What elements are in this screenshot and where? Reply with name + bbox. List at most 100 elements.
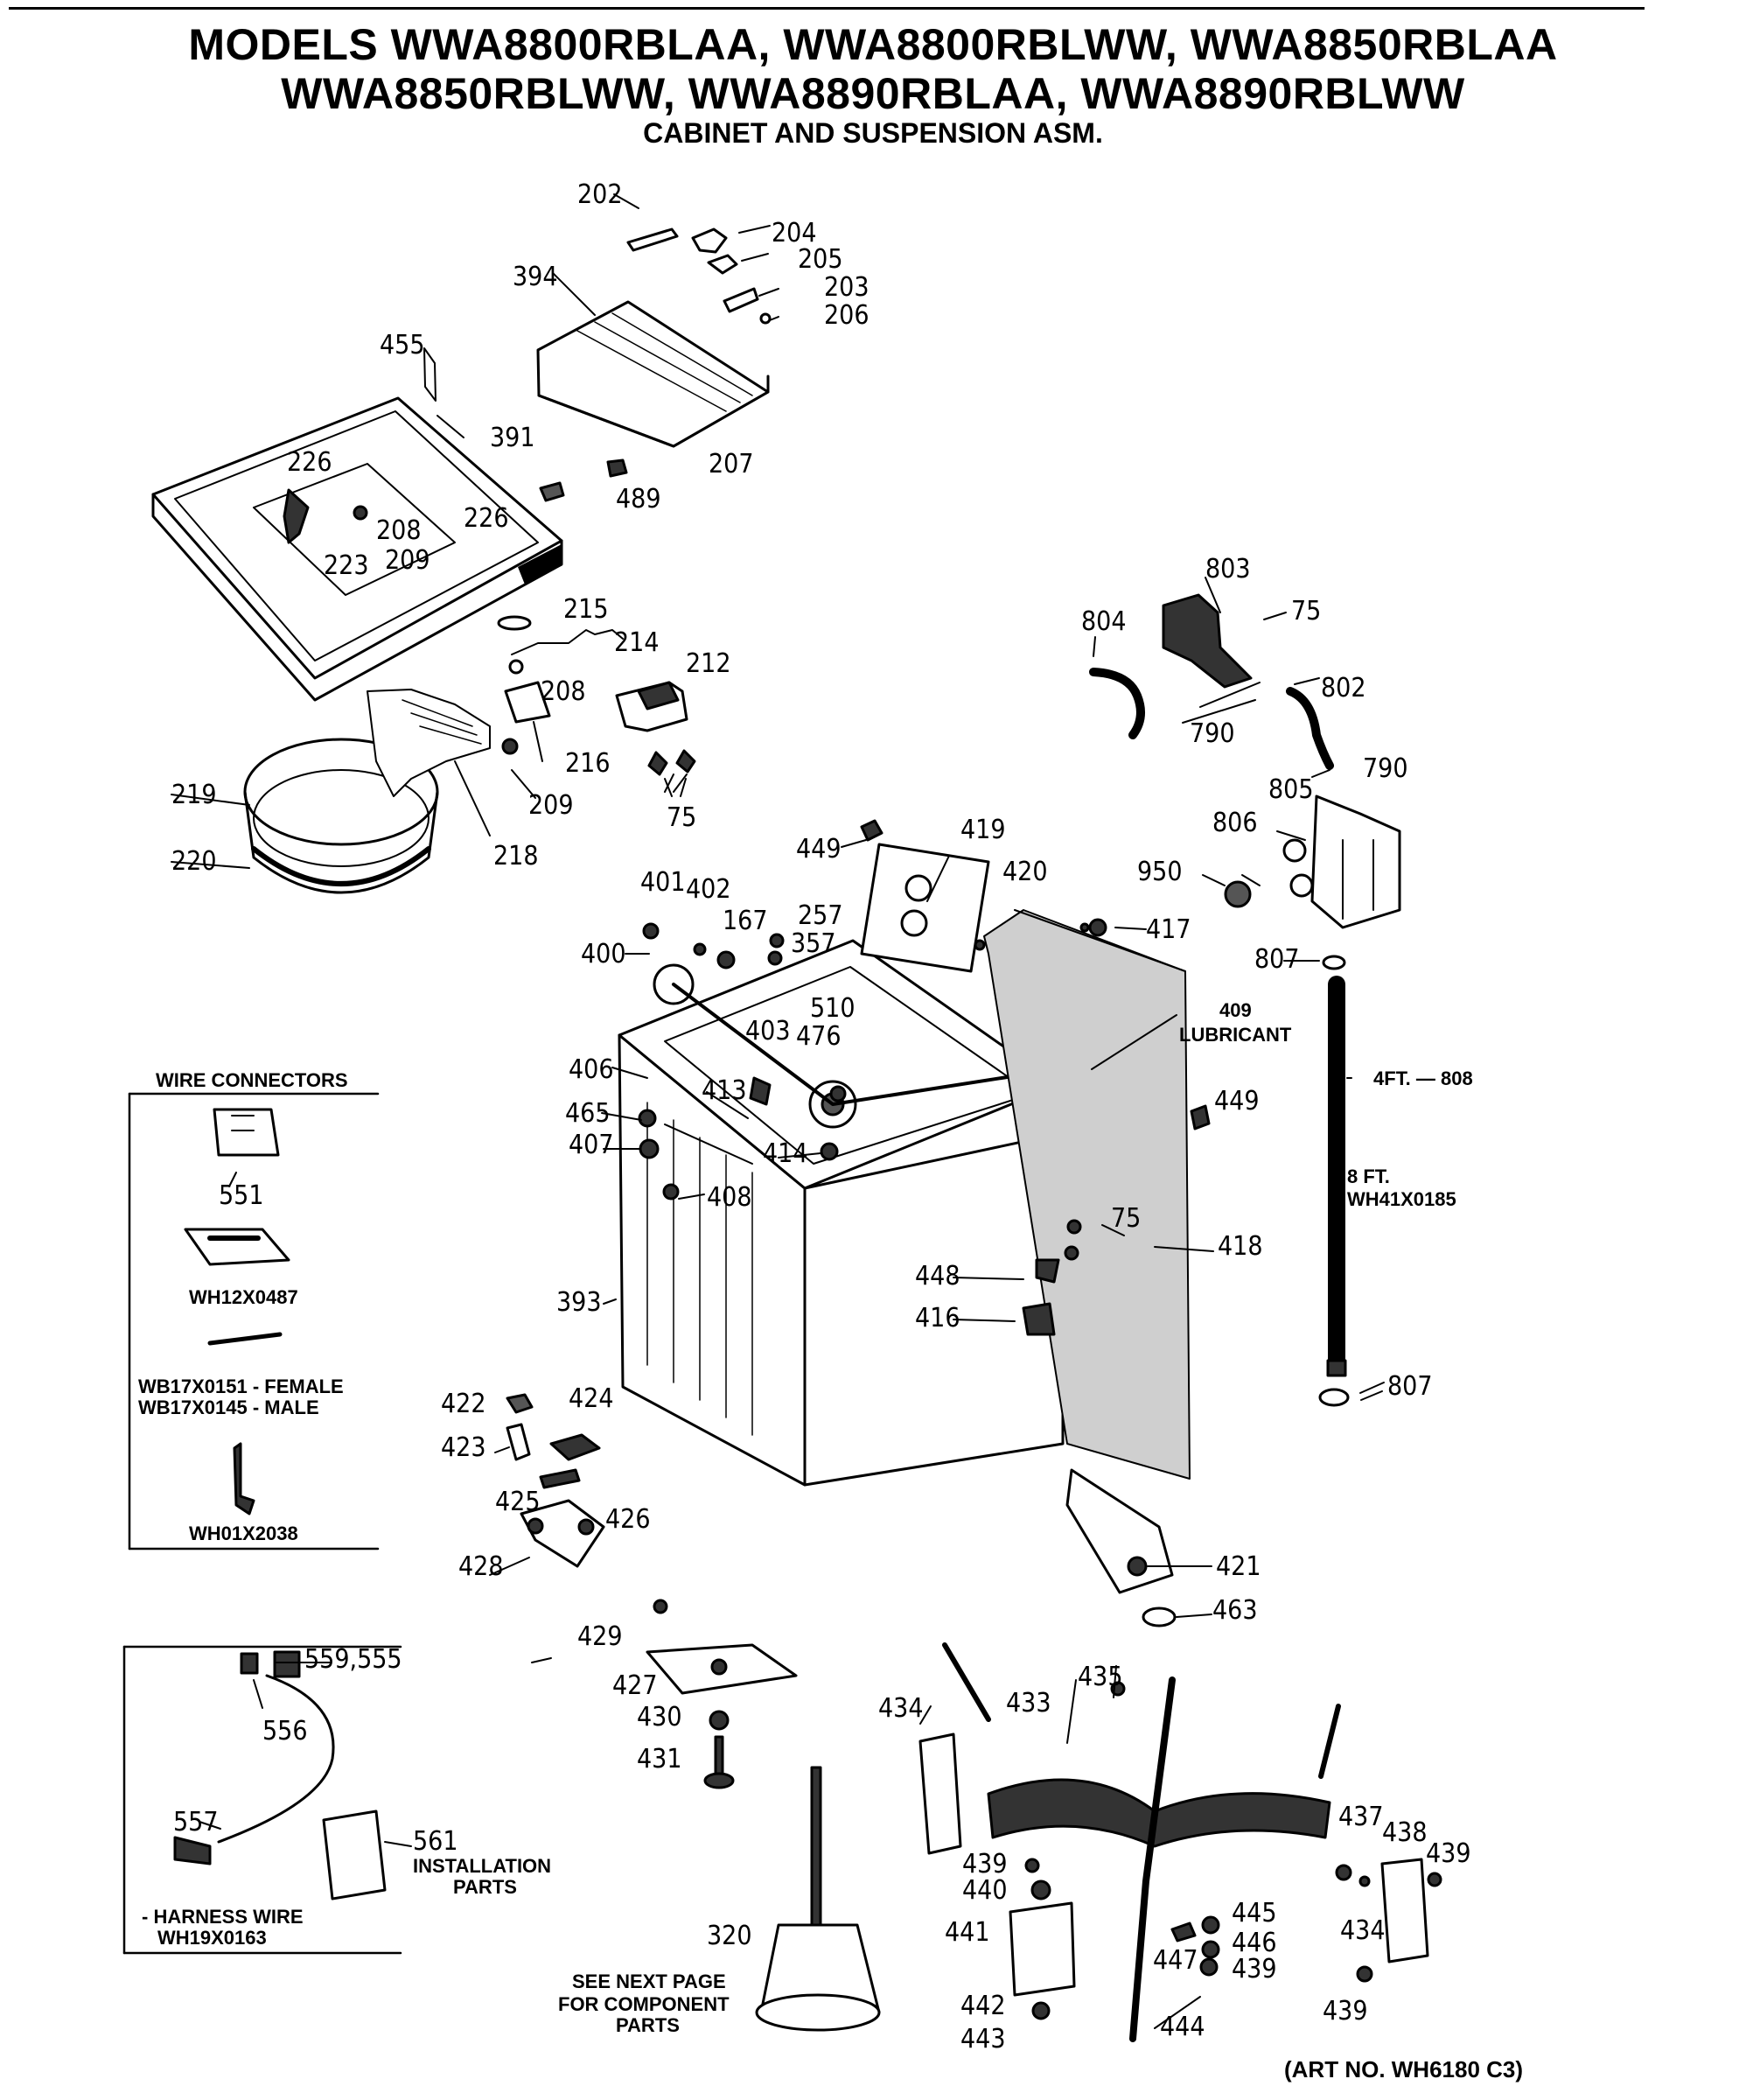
installation-parts-label: PARTS xyxy=(453,1876,517,1898)
inlet-hose-803 xyxy=(1162,593,1253,689)
hose-4ft-label: 4FT. — 808 xyxy=(1373,1068,1473,1089)
callout-561: 561 xyxy=(413,1826,458,1857)
callout-441: 441 xyxy=(945,1917,990,1948)
callout-219: 219 xyxy=(171,780,217,810)
callout-449-top: 449 xyxy=(796,834,842,864)
callout-455: 455 xyxy=(380,330,425,360)
callout-204: 204 xyxy=(772,218,817,248)
base-rail-421 xyxy=(1065,1468,1174,1594)
tub-ring xyxy=(243,738,439,894)
callout-216: 216 xyxy=(565,748,611,779)
callout-807-bottom: 807 xyxy=(1387,1371,1433,1402)
callout-393: 393 xyxy=(556,1287,602,1318)
callout-790-right: 790 xyxy=(1363,753,1408,784)
callout-431: 431 xyxy=(637,1744,682,1774)
callout-444: 444 xyxy=(1160,2012,1205,2042)
callout-439-left: 439 xyxy=(962,1849,1008,1880)
clip-207 xyxy=(606,458,628,478)
callout-208-lower: 208 xyxy=(541,676,586,707)
callout-804: 804 xyxy=(1081,606,1127,637)
assembly-subtitle: CABINET AND SUSPENSION ASM. xyxy=(643,117,1103,149)
lid-switch-parts xyxy=(497,615,696,797)
callout-427: 427 xyxy=(612,1670,658,1701)
control-bracket-419 xyxy=(860,819,990,973)
callout-449-right: 449 xyxy=(1214,1086,1260,1116)
callout-223: 223 xyxy=(324,550,369,581)
callout-425: 425 xyxy=(495,1487,541,1517)
callout-226-right: 226 xyxy=(464,503,509,534)
callout-463: 463 xyxy=(1212,1595,1258,1626)
callout-421: 421 xyxy=(1216,1551,1261,1582)
callout-220: 220 xyxy=(171,846,217,877)
harness-wire-part: WH19X0163 xyxy=(157,1927,267,1949)
wire-connectors-illustrations xyxy=(184,1108,290,1516)
callout-439-right-top: 439 xyxy=(1426,1838,1471,1869)
callout-209-lower: 209 xyxy=(528,790,574,821)
callout-403: 403 xyxy=(745,1016,791,1046)
models-title-line-2: WWA8850RBLWW, WWA8890RBLAA, WWA8890RBLWW xyxy=(281,69,1465,118)
callout-400: 400 xyxy=(581,939,626,970)
bracket-455 xyxy=(423,347,436,402)
callout-207: 207 xyxy=(709,449,754,480)
callout-551: 551 xyxy=(219,1180,264,1211)
callout-428: 428 xyxy=(458,1551,504,1582)
callout-440: 440 xyxy=(962,1875,1008,1906)
filter-950 xyxy=(1224,880,1252,908)
callout-439-center: 439 xyxy=(1232,1954,1277,1984)
suspension-side-parts xyxy=(918,1681,1442,2020)
callout-429: 429 xyxy=(577,1621,623,1652)
callout-401: 401 xyxy=(640,867,686,898)
callout-419: 419 xyxy=(960,815,1006,845)
callout-807-top: 807 xyxy=(1254,944,1300,975)
harness-box xyxy=(122,1645,402,1955)
callout-203: 203 xyxy=(824,272,870,303)
suspension-frame-433 xyxy=(942,1642,1341,2042)
lid-hinge-parts xyxy=(613,193,779,325)
callout-209-top: 209 xyxy=(385,545,430,576)
washer-807-top xyxy=(1322,955,1346,970)
callout-803: 803 xyxy=(1205,554,1251,584)
leader-lines xyxy=(171,577,1385,2029)
callout-257: 257 xyxy=(798,900,843,931)
callout-205: 205 xyxy=(798,244,843,275)
callout-413: 413 xyxy=(702,1075,747,1106)
callout-417: 417 xyxy=(1146,914,1191,945)
callout-445: 445 xyxy=(1232,1898,1277,1928)
callout-557: 557 xyxy=(173,1807,219,1838)
callout-434-right: 434 xyxy=(1340,1915,1386,1946)
callout-438: 438 xyxy=(1382,1817,1428,1848)
washer-807-bottom xyxy=(1318,1388,1350,1407)
callout-407: 407 xyxy=(569,1130,614,1160)
callout-805: 805 xyxy=(1268,774,1314,805)
water-valve-805 xyxy=(1282,794,1401,929)
callout-489: 489 xyxy=(616,484,661,514)
callout-430: 430 xyxy=(637,1702,682,1732)
lid-394 xyxy=(536,272,770,448)
callout-426: 426 xyxy=(605,1504,651,1535)
callout-559-555: 559,555 xyxy=(304,1644,402,1675)
callout-448: 448 xyxy=(915,1261,960,1292)
grommet-463 xyxy=(1142,1606,1177,1628)
callout-443: 443 xyxy=(960,2024,1006,2054)
callout-424: 424 xyxy=(569,1383,614,1414)
callout-408: 408 xyxy=(707,1182,752,1213)
hose-8ft-part: WH41X0185 xyxy=(1347,1188,1456,1210)
wire-connectors-box xyxy=(128,1092,380,1550)
callout-416: 416 xyxy=(915,1303,960,1334)
callout-510: 510 xyxy=(810,993,856,1024)
callout-226-left: 226 xyxy=(287,447,332,478)
hose-802 xyxy=(1286,687,1334,770)
wb-female-label: WB17X0151 - FEMALE xyxy=(138,1376,344,1397)
callout-402: 402 xyxy=(686,874,731,905)
callout-950: 950 xyxy=(1137,857,1183,887)
hose-804 xyxy=(1089,668,1145,739)
callout-406: 406 xyxy=(569,1054,614,1085)
lubricant-number: 409 xyxy=(1219,999,1252,1021)
callout-790-left: 790 xyxy=(1190,718,1235,749)
drive-assembly-320 xyxy=(755,1766,881,2032)
callout-75-a: 75 xyxy=(667,802,696,833)
callout-208-top: 208 xyxy=(376,515,422,546)
callout-420: 420 xyxy=(1002,857,1048,887)
top-panel-391 xyxy=(151,396,563,702)
